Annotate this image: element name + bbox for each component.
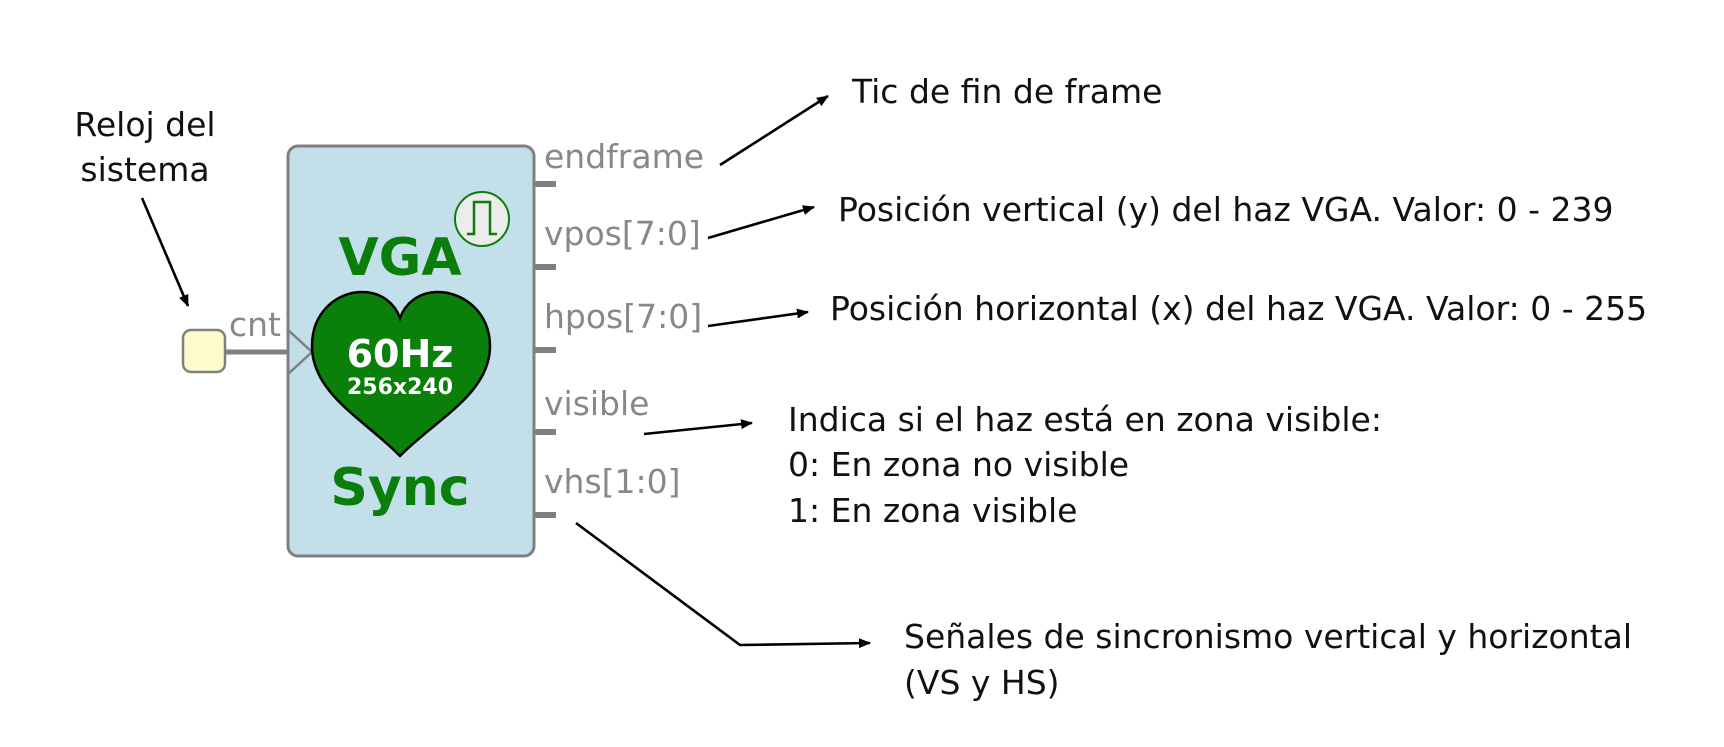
annotation-hpos: Posición horizontal (x) del haz VGA. Val… <box>830 289 1647 328</box>
annotation-arrow-endframe <box>719 94 829 167</box>
output-port-endframe: endframe <box>544 137 704 176</box>
output-port-vpos: vpos[7:0] <box>544 214 701 253</box>
clock-input-pin[interactable] <box>181 328 227 374</box>
annotation-arrow-vhs <box>575 521 871 649</box>
block-title-top: VGA <box>338 228 461 288</box>
heart-icon <box>310 290 492 458</box>
output-port-hpos: hpos[7:0] <box>544 297 702 336</box>
annotation-vhs-line1: Señales de sincronismo vertical y horizo… <box>904 617 1632 656</box>
block-title-bottom: Sync <box>330 458 469 518</box>
input-annotation-line1: Reloj del <box>74 105 215 144</box>
input-annotation-line2: sistema <box>80 150 209 189</box>
output-port-vhs: vhs[1:0] <box>544 462 681 501</box>
clock-pulse-icon <box>454 191 510 247</box>
annotation-visible-line1: Indica si el haz está en zona visible: <box>788 400 1382 439</box>
annotation-endframe: Tic de fin de frame <box>851 72 1162 111</box>
input-annotation-arrow <box>140 197 190 307</box>
annotation-arrow-vpos <box>707 205 815 240</box>
heart-frequency: 60Hz <box>347 332 454 376</box>
input-port-label: cnt <box>229 305 281 344</box>
annotation-arrow-visible <box>643 419 753 436</box>
annotation-vpos: Posición vertical (y) del haz VGA. Valor… <box>838 190 1614 229</box>
output-port-visible: visible <box>544 384 649 423</box>
annotation-visible-line2: 0: En zona no visible <box>788 445 1129 484</box>
annotation-visible-line3: 1: En zona visible <box>788 491 1077 530</box>
annotation-vhs-line2: (VS y HS) <box>904 663 1060 702</box>
heart-resolution: 256x240 <box>347 375 453 400</box>
annotation-arrow-hpos <box>707 308 809 328</box>
